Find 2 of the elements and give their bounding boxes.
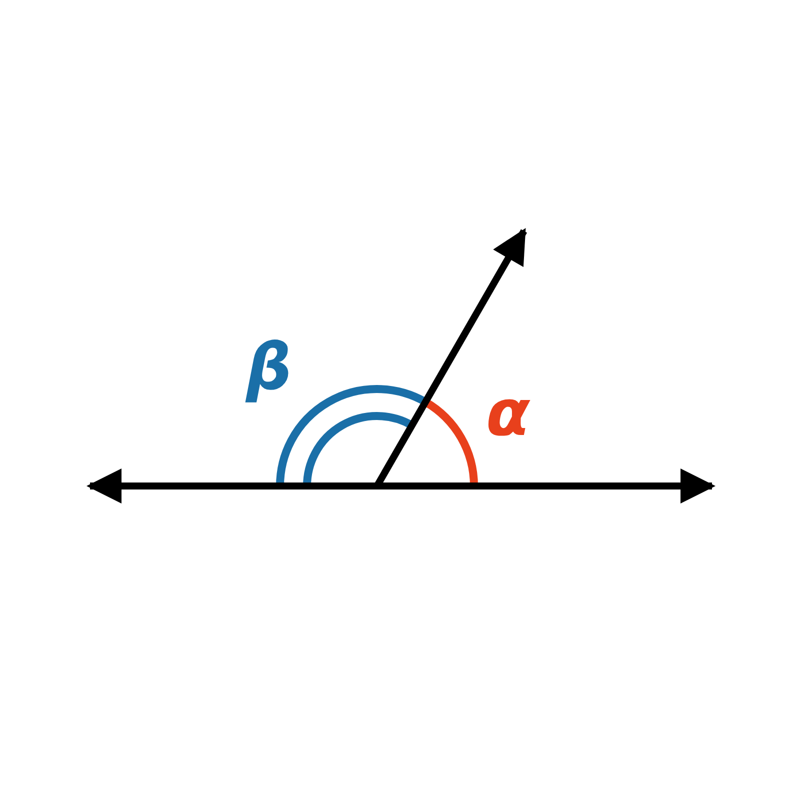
angle-label: β [246, 336, 292, 400]
angle-label: α [486, 382, 530, 446]
